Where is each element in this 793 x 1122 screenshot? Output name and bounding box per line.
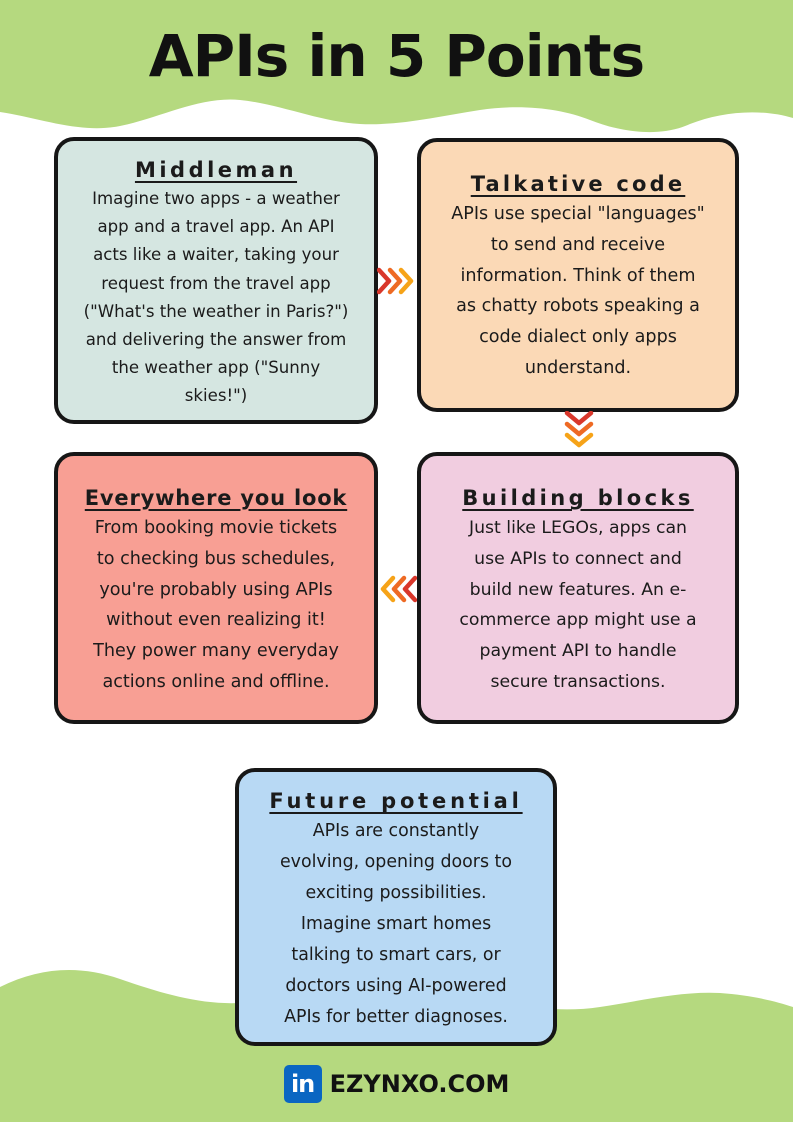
body-line: evolving, opening doors to	[279, 852, 513, 872]
body-line: code dialect only apps	[479, 327, 677, 348]
body-line: ("What's the weather in Paris?")	[83, 301, 349, 321]
body-line: app and a travel app. An API	[97, 217, 335, 237]
page-title: APIs in 5 Points	[148, 22, 645, 90]
body-line: Imagine smart homes	[300, 914, 492, 934]
body-line: APIs use special "languages"	[451, 204, 705, 224]
card-title-middleman: Middleman	[134, 158, 298, 182]
top-wave-decoration	[0, 0, 793, 133]
card-middleman: Middleman Imagine two apps - a weather a…	[54, 137, 378, 424]
footer-website-link[interactable]: EZYNXO.COM	[329, 1070, 510, 1098]
body-line: exciting possibilities.	[305, 883, 487, 903]
body-line: APIs are constantly	[312, 821, 480, 841]
body-line: to send and receive	[490, 234, 666, 255]
body-line: APIs for better diagnoses.	[284, 1007, 508, 1027]
body-line: request from the travel app	[101, 273, 331, 293]
top-wave-shape	[0, 0, 793, 133]
body-line: as chatty robots speaking a	[456, 296, 700, 317]
body-line: the weather app ("Sunny	[111, 358, 321, 378]
card-title-future-potential: Future potential	[269, 789, 523, 813]
body-line: They power many everyday	[93, 641, 339, 662]
body-line: information. Think of them	[460, 265, 696, 286]
card-body-middleman: Imagine two apps - a weather app and a t…	[68, 185, 364, 411]
body-line: skies!")	[184, 386, 248, 406]
body-line: actions online and offline.	[102, 671, 330, 692]
chevron-left-icon	[380, 575, 417, 603]
body-line: Imagine two apps - a weather	[92, 189, 340, 208]
card-body-everywhere-you-look: From booking movie tickets to checking b…	[68, 513, 364, 698]
body-line: to checking bus schedules,	[96, 548, 336, 569]
body-line: Just like LEGOs, apps can	[468, 518, 688, 538]
card-body-building-blocks: Just like LEGOs, apps can use APIs to co…	[431, 513, 725, 698]
chevron-right-icon	[377, 267, 414, 295]
body-line: and delivering the answer from	[85, 330, 347, 350]
card-title-everywhere-you-look: Everywhere you look	[84, 486, 348, 510]
body-line: talking to smart cars, or	[291, 945, 501, 965]
body-line: From booking movie tickets	[94, 518, 338, 538]
card-title-talkative-code: Talkative code	[470, 172, 686, 196]
chevron-down-icon	[564, 411, 594, 448]
card-body-future-potential: APIs are constantly evolving, opening do…	[249, 816, 543, 1033]
body-line: without even realizing it!	[106, 610, 326, 631]
body-line: you're probably using APIs	[99, 579, 333, 600]
body-line: understand.	[524, 357, 632, 378]
card-building-blocks: Building blocks Just like LEGOs, apps ca…	[417, 452, 739, 724]
body-line: commerce app might use a	[459, 610, 697, 631]
body-line: payment API to handle	[479, 641, 677, 662]
body-line: use APIs to connect and	[474, 548, 682, 569]
card-body-talkative-code: APIs use special "languages" to send and…	[431, 199, 725, 384]
card-everywhere-you-look: Everywhere you look From booking movie t…	[54, 452, 378, 724]
card-future-potential: Future potential APIs are constantly evo…	[235, 768, 557, 1046]
body-line: secure transactions.	[490, 671, 666, 692]
body-line: build new features. An e-	[469, 579, 687, 600]
card-talkative-code: Talkative code APIs use special "languag…	[417, 138, 739, 412]
card-title-building-blocks: Building blocks	[462, 486, 694, 510]
linkedin-icon[interactable]: in	[283, 1065, 322, 1103]
body-line: doctors using AI-powered	[285, 976, 507, 996]
body-line: acts like a waiter, taking your	[93, 245, 339, 265]
footer: in EZYNXO.COM	[0, 1064, 793, 1104]
